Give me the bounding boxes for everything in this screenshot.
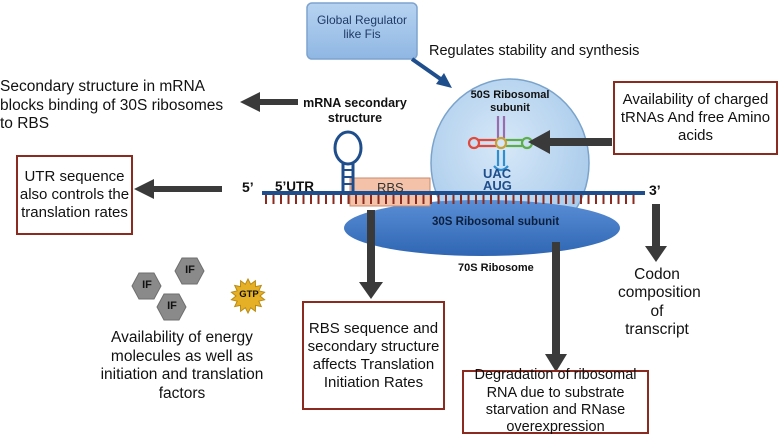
- energy-text: Availability of energy molecules as well…: [100, 329, 264, 402]
- arrow-from-trna-box: [528, 130, 612, 154]
- if-hexagon: [131, 272, 162, 300]
- ribosome-70s-label: 70S Ribosome: [458, 262, 534, 274]
- arrow-to-secondary-text: [240, 92, 298, 112]
- regulator-arrow: [410, 57, 452, 88]
- regulator-box: [306, 2, 418, 60]
- secondary-effect-text: Secondary structure in mRNA blocks bindi…: [0, 78, 224, 133]
- arrow-to-degradation-box: [545, 242, 567, 372]
- if-hexagon: [174, 257, 205, 285]
- if-label-2: IF: [185, 264, 195, 276]
- codon-label: AUG: [483, 178, 512, 193]
- arrow-to-rbs-box: [359, 210, 383, 299]
- five-utr-label: 5’UTR: [275, 179, 315, 194]
- trna-icon: [467, 116, 534, 172]
- mrna-hairpin: [333, 130, 363, 191]
- subunit-50s-label: 50S Ribosomal subunit: [470, 89, 550, 114]
- codon-composition-text: Codon composition of transcript: [618, 266, 701, 338]
- arrow-to-codon-text: [645, 204, 667, 262]
- if-factor-icons: [131, 257, 205, 321]
- arrow-to-utr-box: [134, 179, 222, 199]
- trna-box: Availability of charged tRNAs And free A…: [613, 81, 778, 155]
- five-prime-label: 5’: [242, 179, 254, 195]
- rbs-box: RBS sequence and secondary structure aff…: [302, 301, 445, 410]
- if-hexagon: [156, 293, 187, 321]
- regulates-label: Regulates stability and synthesis: [429, 43, 640, 59]
- three-prime-label: 3’: [649, 182, 661, 198]
- utr-box: UTR sequence also controls the translati…: [16, 155, 133, 235]
- rbs-label: RBS: [377, 180, 404, 195]
- arrows: [134, 92, 667, 372]
- subunit-30s-label: 30S Ribosomal subunit: [432, 216, 560, 228]
- mrna-secondary-label: mRNA secondary structure: [303, 96, 407, 125]
- if-label-1: IF: [142, 279, 152, 291]
- regulator-label: Global Regulator like Fis: [316, 13, 408, 42]
- gtp-icon: [230, 277, 266, 315]
- subunit-30s: [344, 200, 620, 256]
- if-label-3: IF: [167, 300, 177, 312]
- anticodon-label: UAC: [483, 166, 512, 181]
- gtp-label: GTP: [239, 289, 259, 300]
- degradation-box: Degradation of ribosomal RNA due to subs…: [462, 367, 649, 435]
